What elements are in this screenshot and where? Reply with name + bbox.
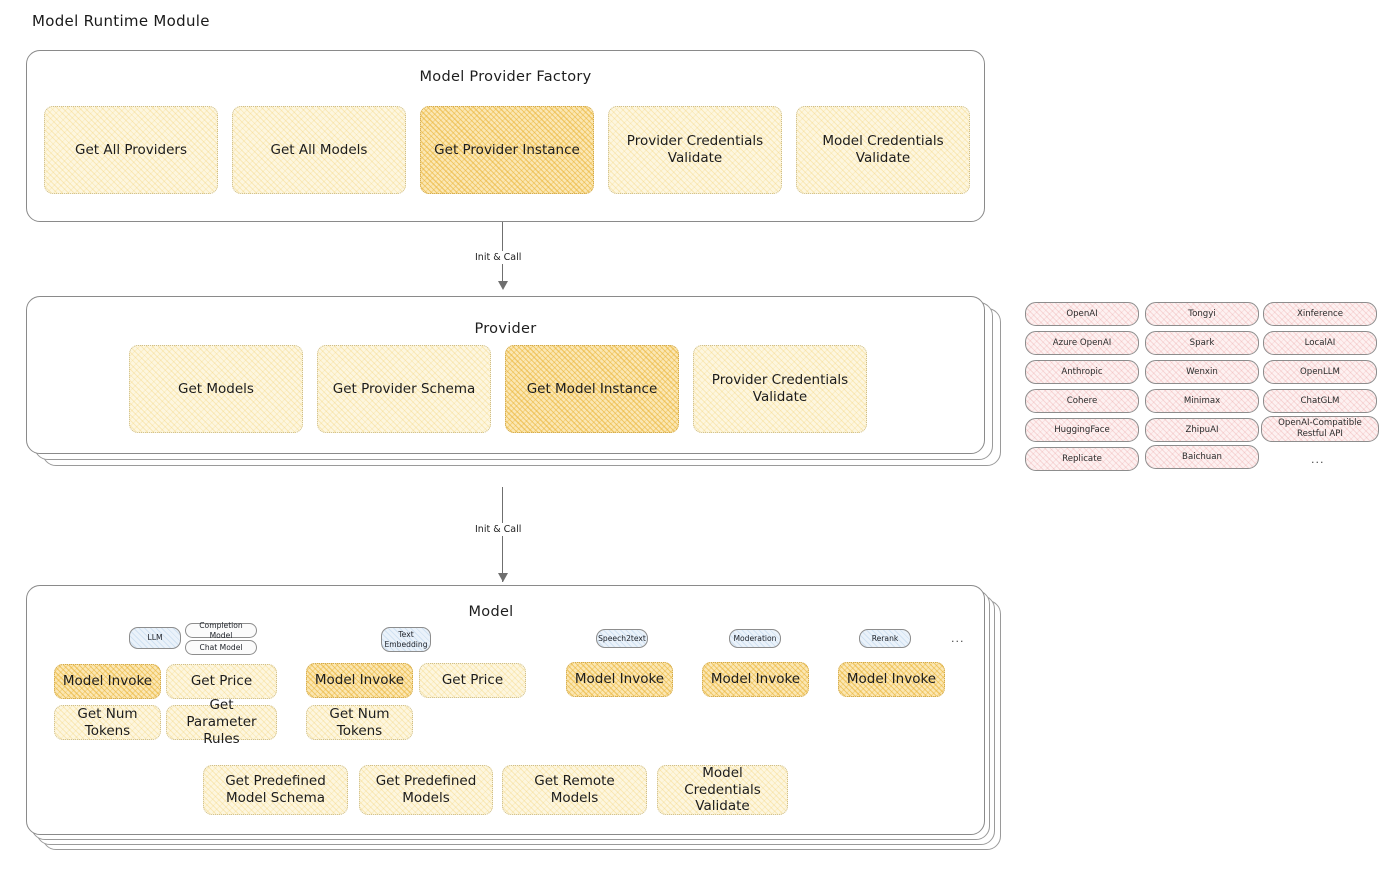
provider-node-get-models[interactable]: Get Models xyxy=(129,345,303,433)
llm-node-get-num-tokens[interactable]: Get Num Tokens xyxy=(54,705,161,740)
factory-node-get-all-providers[interactable]: Get All Providers xyxy=(44,106,218,194)
factory-node-model-credentials-validate[interactable]: Model Credentials Validate xyxy=(796,106,970,194)
text-embedding-node-model-invoke[interactable]: Model Invoke xyxy=(306,663,413,698)
provider-title: Provider xyxy=(474,321,537,337)
provider-chip-spark[interactable]: Spark xyxy=(1145,331,1259,355)
provider-chip-azure-openai[interactable]: Azure OpenAI xyxy=(1025,331,1139,355)
model-subtype-chip-chat-model[interactable]: Chat Model xyxy=(185,640,257,655)
model-groups-ellipsis: ... xyxy=(951,632,965,645)
provider-chip-anthropic[interactable]: Anthropic xyxy=(1025,360,1139,384)
factory-node-get-provider-instance[interactable]: Get Provider Instance xyxy=(420,106,594,194)
provider-chip-openai-compatible-restful-api[interactable]: OpenAI-Compatible Restful API xyxy=(1261,416,1379,442)
moderation-node-model-invoke[interactable]: Model Invoke xyxy=(702,662,809,697)
model-type-chip-llm[interactable]: LLM xyxy=(129,627,181,649)
llm-node-get-parameter-rules[interactable]: Get Parameter Rules xyxy=(166,697,277,747)
llm-node-get-price[interactable]: Get Price xyxy=(166,664,277,699)
factory-node-get-all-models[interactable]: Get All Models xyxy=(232,106,406,194)
provider-node-provider-credentials-validate[interactable]: Provider Credentials Validate xyxy=(693,345,867,433)
arrow-provider-to-model-label: Init & Call xyxy=(471,523,526,536)
arrow-provider-to-model-head xyxy=(498,573,508,582)
arrow-factory-to-provider-label: Init & Call xyxy=(471,251,526,264)
rerank-node-model-invoke[interactable]: Model Invoke xyxy=(838,662,945,697)
provider-chip-openllm[interactable]: OpenLLM xyxy=(1263,360,1377,384)
provider-chip-baichuan[interactable]: Baichuan xyxy=(1145,445,1259,469)
provider-chip-wenxin[interactable]: Wenxin xyxy=(1145,360,1259,384)
speech2text-node-model-invoke[interactable]: Model Invoke xyxy=(566,662,673,697)
provider-chip-localai[interactable]: LocalAI xyxy=(1263,331,1377,355)
model-node-model-credentials-validate[interactable]: Model Credentials Validate xyxy=(657,765,788,815)
model-provider-factory-title: Model Provider Factory xyxy=(419,69,592,85)
model-node-get-remote-models[interactable]: Get Remote Models xyxy=(502,765,647,815)
provider-chip-huggingface[interactable]: HuggingFace xyxy=(1025,418,1139,442)
provider-node-get-provider-schema[interactable]: Get Provider Schema xyxy=(317,345,491,433)
factory-node-provider-credentials-validate[interactable]: Provider Credentials Validate xyxy=(608,106,782,194)
model-title: Model xyxy=(468,604,514,620)
provider-chip-minimax[interactable]: Minimax xyxy=(1145,389,1259,413)
llm-node-model-invoke[interactable]: Model Invoke xyxy=(54,664,161,699)
model-subtype-chip-completion-model[interactable]: Completion Model xyxy=(185,621,257,640)
model-node-get-predefined-models[interactable]: Get Predefined Models xyxy=(359,765,493,815)
provider-node-get-model-instance[interactable]: Get Model Instance xyxy=(505,345,679,433)
provider-chip-tongyi[interactable]: Tongyi xyxy=(1145,302,1259,326)
model-type-chip-speech2text[interactable]: Speech2text xyxy=(596,629,648,648)
provider-chip-zhipuai[interactable]: ZhipuAI xyxy=(1145,418,1259,442)
arrow-factory-to-provider-head xyxy=(498,281,508,290)
provider-chip-replicate[interactable]: Replicate xyxy=(1025,447,1139,471)
provider-chip-xinference[interactable]: Xinference xyxy=(1263,302,1377,326)
model-type-chip-text-embedding[interactable]: Text Embedding xyxy=(381,627,431,652)
page-title: Model Runtime Module xyxy=(32,12,210,30)
model-node-get-predefined-model-schema[interactable]: Get Predefined Model Schema xyxy=(203,765,348,815)
model-type-chip-moderation[interactable]: Moderation xyxy=(729,629,781,648)
text-embedding-node-get-price[interactable]: Get Price xyxy=(419,663,526,698)
text-embedding-node-get-num-tokens[interactable]: Get Num Tokens xyxy=(306,705,413,740)
provider-chip-cohere[interactable]: Cohere xyxy=(1025,389,1139,413)
provider-chip-chatglm[interactable]: ChatGLM xyxy=(1263,389,1377,413)
provider-chip-openai[interactable]: OpenAI xyxy=(1025,302,1139,326)
provider-list-ellipsis: ... xyxy=(1311,453,1325,466)
model-type-chip-rerank[interactable]: Rerank xyxy=(859,629,911,648)
